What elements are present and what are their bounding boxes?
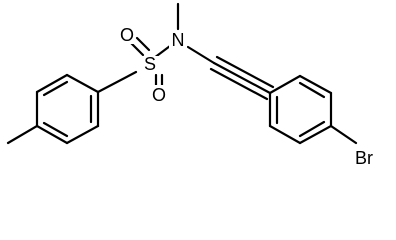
alkyne-linker: [186, 45, 275, 101]
bromophenyl-ring: [268, 74, 358, 145]
chemical-structure-canvas: O S O N Br: [6, 2, 378, 168]
nitrogen-to-alkyne-bond: [186, 45, 216, 65]
right-ring-bond-2: [298, 74, 333, 95]
bromine-label: Br: [355, 148, 373, 168]
oxygen-top-label-background: [119, 26, 135, 44]
right-ring-bond-5: [268, 124, 302, 145]
ring-bond-6: [35, 124, 69, 145]
right-ring-bond-4: [298, 124, 333, 145]
molecule-diagram: O S O N Br: [6, 2, 378, 168]
bromine-label-background: [350, 149, 378, 167]
sulfur-label: S: [144, 54, 156, 74]
oxygen-bottom-label: O: [152, 85, 166, 105]
atom-labels: O S O N Br: [119, 25, 378, 168]
oxygen-bottom-label-background: [150, 85, 168, 103]
nitrogen-label: N: [172, 30, 185, 50]
nitrogen-label-background: [169, 31, 187, 49]
alkyne-lower-bond: [209, 67, 269, 101]
right-ring-inner-double-2: [298, 120, 326, 138]
oxygen-top-label: O: [120, 25, 134, 45]
alkyne-center-bond: [212, 61, 272, 95]
sulfur-oxygen-top-double-a: [129, 41, 145, 57]
ring-to-sulfur-bond: [96, 70, 138, 94]
ring-inner-double-1: [42, 80, 69, 97]
ring-bond-3: [65, 73, 100, 94]
right-ring-inner-double-1: [298, 81, 326, 99]
toluene-ring: [6, 73, 100, 145]
alkyne-upper-bond: [215, 55, 275, 89]
methyl-bond-left: [6, 124, 39, 145]
ring-bond-5: [65, 124, 100, 145]
right-ring-bond-1: [268, 74, 302, 95]
ring-to-bromine-bond: [329, 124, 358, 145]
ring-inner-double-3: [42, 121, 69, 138]
sulfur-oxygen-top-double-b: [135, 36, 151, 52]
ring-bond-2: [35, 73, 69, 94]
sulfur-label-background: [141, 56, 159, 74]
